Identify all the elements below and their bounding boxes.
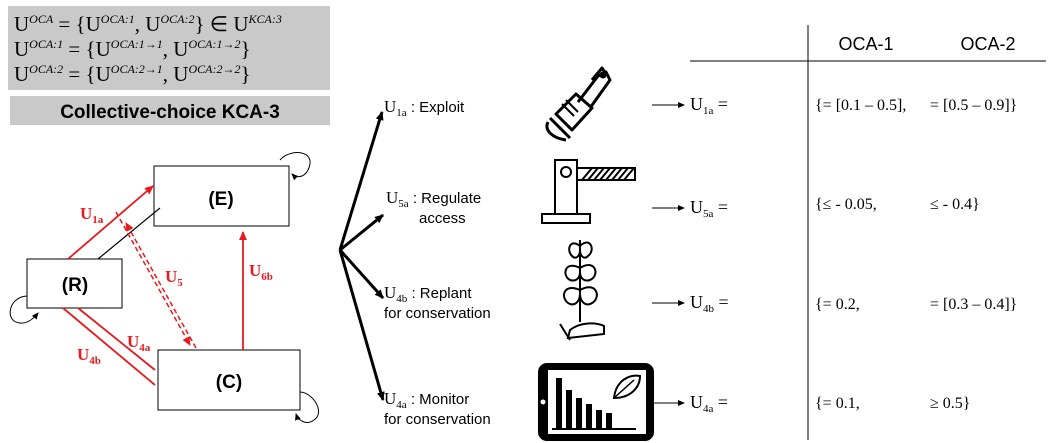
table-header-oca1: OCA-1 (838, 34, 893, 54)
result-label-2: U5a = (690, 197, 728, 220)
svg-text:access: access (419, 210, 466, 227)
svg-text:U5a : Regulate: U5a : Regulate (386, 188, 481, 210)
node-r-box (26, 258, 123, 309)
node-e-box (153, 165, 290, 227)
chainsaw-icon (545, 66, 612, 142)
table-cell: {= 0.1, (815, 395, 860, 412)
definition-line-3: UOCA:2 = {UOCA:2→1, UOCA:2→2} (14, 62, 251, 86)
result-label-4: U4a = (690, 392, 728, 415)
table-cell: {≤ - 0.05, (815, 196, 877, 213)
table-body: {= [0.1 – 0.5], = [0.5 – 0.9]} {≤ - 0.05… (815, 97, 1017, 412)
loop-arrow-r (9, 295, 39, 324)
edge-r-to-c-u4a (77, 307, 156, 371)
edge-e-to-c-u5-a (115, 211, 191, 346)
svg-text:U1a : Exploit: U1a : Exploit (384, 97, 465, 119)
table-cell: {= 0.2, (815, 296, 860, 313)
edge-r-to-e-u1a (67, 185, 154, 260)
node-r-label: (R) (62, 275, 88, 296)
definition-line-1: UOCA = {UOCA:1, UOCA:2} ∈ UKCA:3 (14, 12, 282, 36)
action-label-3: U4b : Replant for conservation (384, 283, 491, 322)
action-label-2: U5a : Regulate access (386, 188, 481, 227)
svg-text:U4a : Monitor: U4a : Monitor (384, 389, 469, 411)
edge-r-to-c-u4b (62, 307, 156, 386)
edge-label-u6b: U6b (249, 261, 273, 283)
svg-text:U4b : Replant: U4b : Replant (384, 283, 472, 305)
table-header-oca2: OCA-2 (960, 34, 1015, 54)
action-label-1: U1a : Exploit (384, 97, 465, 119)
definition-line-2: UOCA:1 = {UOCA:1→1, UOCA:1→2} (14, 37, 251, 61)
table-cell: ≤ - 0.4} (930, 196, 980, 213)
edge-label-u4b: U4b (77, 345, 101, 367)
banner-panel (10, 96, 330, 125)
banner-title: Collective-choice KCA-3 (60, 102, 280, 123)
node-c-label: (C) (216, 372, 242, 393)
table-cell: ≥ 0.5} (930, 395, 970, 412)
action-label-4: U4a : Monitor for conservation (384, 389, 491, 428)
loop-arrow-e (279, 152, 311, 181)
table-cell: {= [0.1 – 0.5], (815, 97, 906, 114)
node-c-box (157, 349, 301, 411)
svg-text:for conservation: for conservation (384, 305, 491, 322)
edge-c-to-e-u5-b (125, 222, 197, 349)
edge-label-u4a: U4a (127, 332, 151, 354)
plant-hand-icon (559, 240, 605, 341)
node-e-label: (E) (208, 189, 233, 210)
result-label-1: U1a = (690, 94, 728, 117)
svg-text:for conservation: for conservation (384, 411, 491, 428)
edge-label-u1a: U1a (80, 204, 104, 226)
fan-arrows (338, 111, 385, 401)
barrier-gate-icon (541, 159, 636, 224)
loop-arrow-c (295, 391, 320, 423)
tablet-chart-icon (538, 363, 654, 441)
result-arrows (652, 102, 685, 406)
edge-r-to-e-black (97, 207, 161, 260)
table-cell: = [0.3 – 0.4]} (930, 296, 1017, 313)
result-label-3: U4b = (690, 292, 729, 315)
definitions-panel (8, 6, 330, 90)
edge-label-u5: U5 (165, 267, 183, 289)
table-cell: = [0.5 – 0.9]} (930, 97, 1017, 114)
